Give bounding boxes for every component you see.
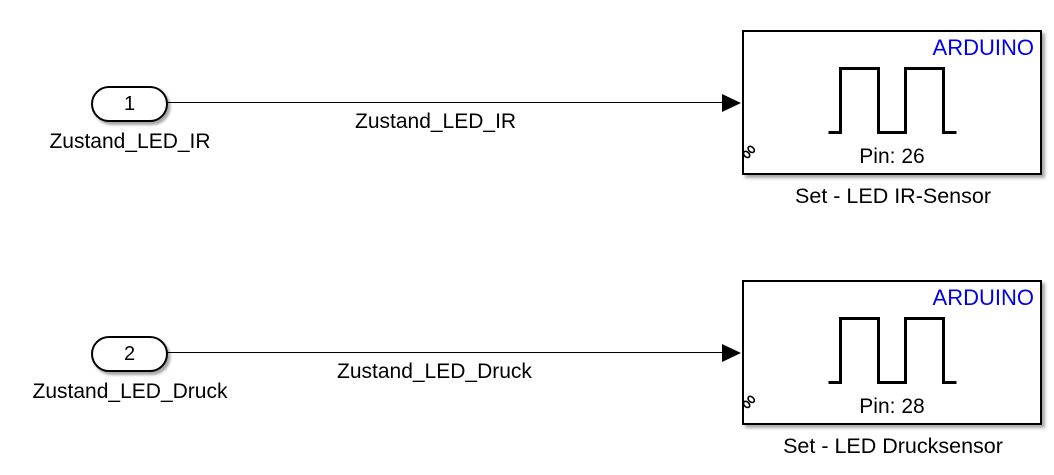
pin-label: Pin: 26 [859,145,925,168]
library-link-icon [742,145,756,159]
arduino-brand-label: ARDUINO [932,35,1034,60]
signal-wire[interactable] [167,102,725,103]
arduino-digital-output-block-ir[interactable]: ARDUINO Pin: 26 [742,30,1042,175]
inport-block-2[interactable]: 2 [91,336,168,372]
square-wave-icon [828,67,957,134]
signal-wire[interactable] [167,352,725,353]
inport-label: Zustand_LED_IR [49,130,211,153]
block-caption: Set - LED IR-Sensor [795,184,991,208]
signal-group-druck: 2 Zustand_LED_Druck Zustand_LED_Druck AR… [0,250,1054,475]
arduino-brand-label: ARDUINO [932,285,1034,310]
block-caption: Set - LED Drucksensor [783,434,1003,458]
pin-label: Pin: 28 [859,395,925,418]
signal-group-ir: 1 Zustand_LED_IR Zustand_LED_IR ARDUINO … [49,30,1042,208]
library-link-icon [742,395,756,409]
wire-arrowhead-icon [722,94,741,112]
inport-block-1[interactable]: 1 [91,86,168,122]
wire-arrowhead-icon [722,344,741,362]
inport-number: 1 [123,93,136,115]
signal-name-label: Zustand_LED_Druck [337,360,532,383]
inport-number: 2 [123,343,136,365]
signal-name-label: Zustand_LED_IR [355,110,517,133]
inport-label: Zustand_LED_Druck [32,380,228,403]
arduino-digital-output-block-druck[interactable]: ARDUINO Pin: 28 [742,280,1042,425]
square-wave-icon [828,317,957,384]
